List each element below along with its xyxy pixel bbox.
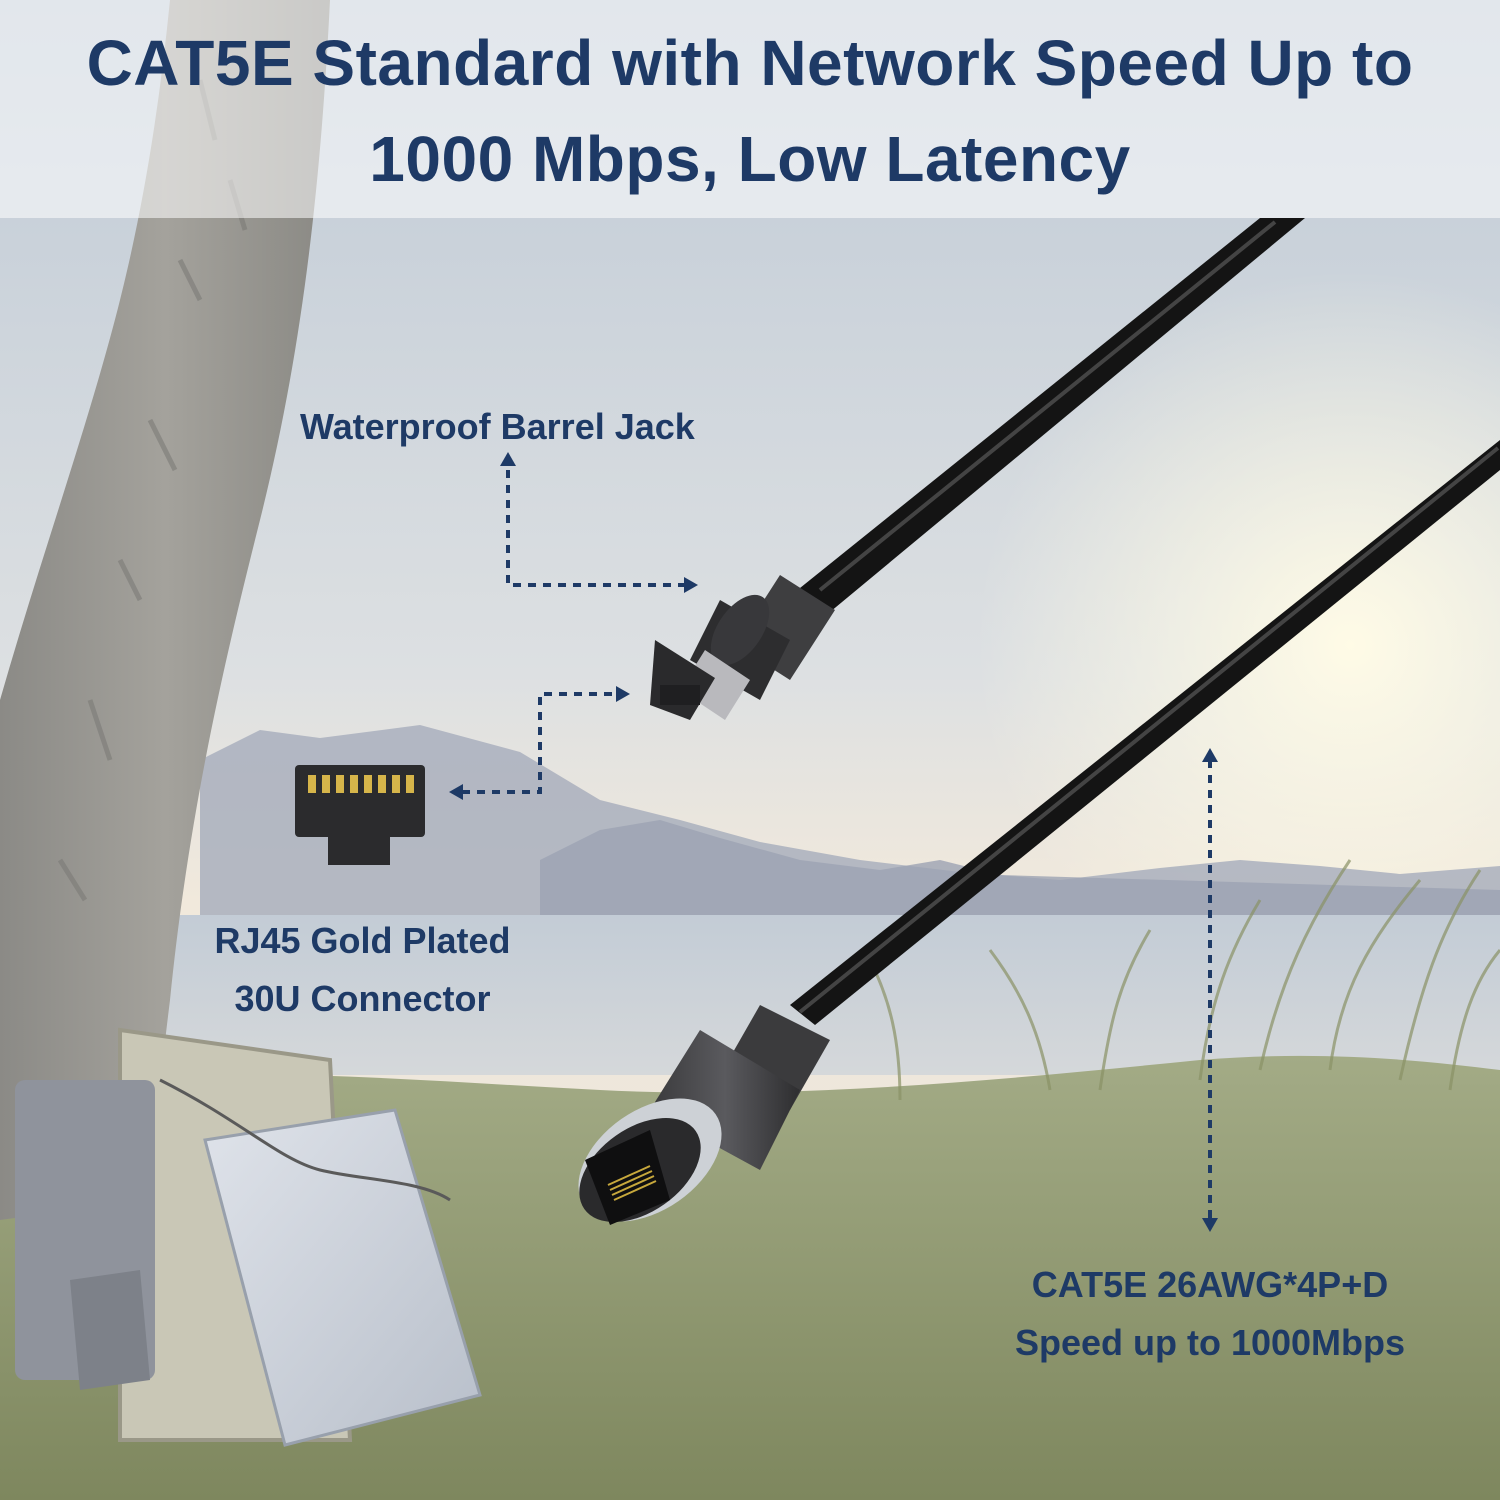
cable-length-arrow-top-head <box>1202 748 1218 762</box>
cable-lower-highlight <box>798 446 1500 1014</box>
grass-blades <box>868 859 1500 1101</box>
cable-upper <box>800 218 1305 612</box>
title-band <box>0 0 1500 218</box>
tablet-device <box>203 1108 482 1447</box>
power-adapter <box>70 1270 150 1390</box>
rj45-label-line-2: 30U Connector <box>234 978 491 1019</box>
rj45-arrow-left-head <box>449 784 463 800</box>
barrel-jack-arrow-right-head <box>684 577 698 593</box>
rj45-gold-connector <box>295 765 425 865</box>
rj45-arrow-right-head <box>616 686 630 702</box>
barrel-jack-arrow-up-head <box>500 452 516 466</box>
cable-spec-line-2: Speed up to 1000Mbps <box>1014 1322 1406 1363</box>
cable-spec-label: CAT5E 26AWG*4P+D Speed up to 1000Mbps <box>980 1256 1440 1372</box>
cable-spec-line-1: CAT5E 26AWG*4P+D <box>1031 1264 1389 1305</box>
cable-length-arrow-bottom-head <box>1202 1218 1218 1232</box>
rj45-label: RJ45 Gold Plated 30U Connector <box>190 912 535 1028</box>
cable-upper-highlight <box>818 220 1277 592</box>
waterproof-female-jack <box>578 1005 830 1225</box>
tablet-cable <box>159 1078 451 1202</box>
rj45-arrow <box>462 692 618 794</box>
headline-line-2: 1000 Mbps, Low Latency <box>369 123 1131 195</box>
mountains-far <box>200 725 1500 920</box>
tree-trunk <box>0 0 330 1220</box>
barrel-jack-arrow <box>506 470 685 587</box>
rj45-label-line-1: RJ45 Gold Plated <box>214 920 511 961</box>
headline-line-1: CAT5E Standard with Network Speed Up to <box>86 27 1414 99</box>
barrel-jack-label: Waterproof Barrel Jack <box>300 406 695 447</box>
barrel-jack-connector <box>650 575 835 720</box>
